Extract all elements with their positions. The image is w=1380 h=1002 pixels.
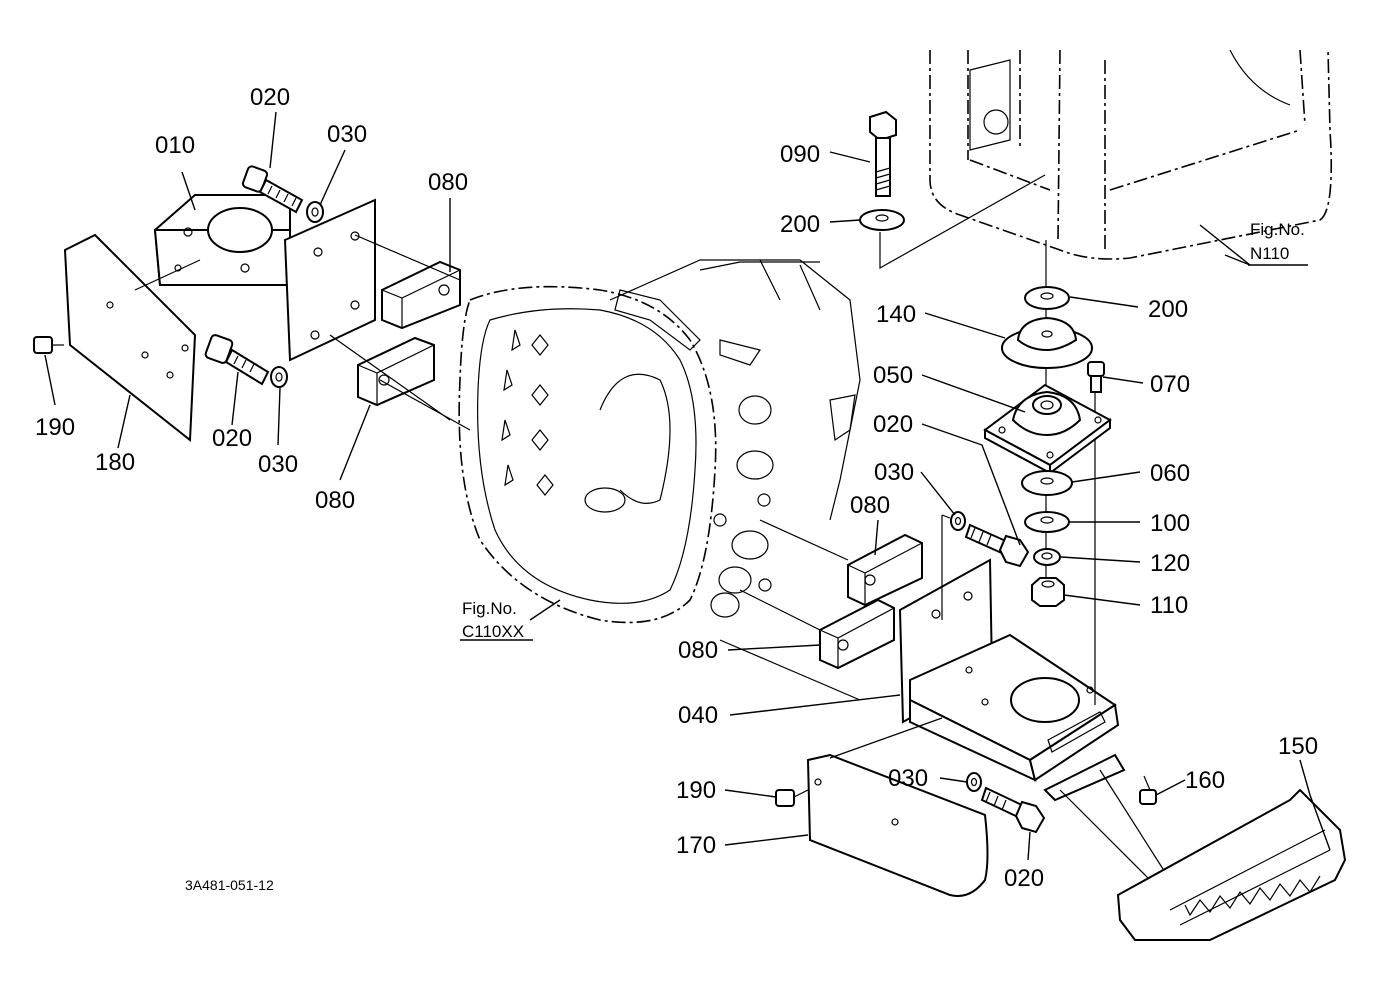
leader-lines [44, 111, 1331, 861]
label-100: 100 [1150, 510, 1190, 537]
washer-200-upper [859, 209, 905, 231]
label-150: 150 [1278, 733, 1318, 760]
label-030-bottom: 030 [888, 765, 928, 792]
washer-100 [1024, 511, 1070, 533]
label-020-right: 020 [873, 411, 913, 438]
label-110: 110 [1150, 592, 1188, 619]
bolt-070 [1087, 361, 1105, 393]
label-200-upper: 200 [780, 211, 820, 238]
label-080-upper-left: 080 [428, 169, 468, 196]
label-200-lower: 200 [1148, 296, 1188, 323]
mount-050 [983, 383, 1112, 475]
bolt-190-left [33, 336, 64, 354]
bolt-090-guide-line [879, 174, 1046, 270]
label-160: 160 [1185, 767, 1225, 794]
fig-c110xx-prefix: Fig.No. [462, 599, 517, 618]
bolt-160 [1139, 775, 1157, 805]
bracket-040 [898, 558, 1120, 782]
spacer-080-upper-left [381, 260, 461, 330]
label-060: 060 [1150, 460, 1190, 487]
washer-060 [1021, 470, 1073, 496]
label-090: 090 [780, 141, 820, 168]
bolt-020-right-guide [941, 514, 951, 620]
bracket-010 [153, 194, 376, 362]
washer-030-upper-left [306, 201, 324, 223]
washer-030-bottom [966, 772, 982, 792]
spacer-080-lower-right [819, 598, 895, 670]
bolt-020-lower-left [204, 334, 270, 386]
label-080-upper-right: 080 [850, 492, 890, 519]
nut-110 [1031, 577, 1065, 607]
cover-170-guide-line [829, 717, 943, 759]
drawing-code: 3A481-051-12 [185, 877, 274, 893]
label-140: 140 [876, 301, 916, 328]
bolt-090 [869, 110, 897, 197]
step-150 [1043, 753, 1347, 941]
label-030-upper-left: 030 [327, 121, 367, 148]
assembly-lines-right [719, 519, 861, 701]
spacer-080-lower-left [357, 336, 435, 407]
label-030-right: 030 [874, 459, 914, 486]
washer-200-lower [1024, 286, 1070, 310]
fig-n110-prefix: Fig.No. [1250, 220, 1305, 239]
transmission-housing [458, 259, 861, 624]
bolt-020-right [964, 523, 1030, 568]
bolt-020-bottom [980, 786, 1046, 834]
label-170: 170 [676, 832, 716, 859]
label-180: 180 [95, 449, 135, 476]
label-020-lower-left: 020 [212, 425, 252, 452]
bolt-020-upper-left [241, 165, 304, 214]
fig-c110xx-number: C110XX [462, 622, 524, 641]
label-020-bottom: 020 [1004, 865, 1044, 892]
lockwasher-120 [1033, 548, 1061, 566]
washer-030-lower-left [270, 366, 288, 388]
label-030-lower-left: 030 [258, 451, 298, 478]
label-120: 120 [1150, 550, 1190, 577]
fig-n110-number: N110 [1250, 244, 1289, 263]
label-080-lower-right: 080 [678, 637, 718, 664]
frame-reference-outline [929, 49, 1332, 260]
label-190-right: 190 [676, 777, 716, 804]
cover-170 [806, 753, 989, 897]
label-010: 010 [155, 132, 195, 159]
label-050: 050 [873, 362, 913, 389]
label-070: 070 [1150, 371, 1190, 398]
cushion-140 [1001, 316, 1093, 369]
label-080-lower-left: 080 [315, 487, 355, 514]
spacer-080-upper-right [847, 533, 923, 607]
label-040: 040 [678, 702, 718, 729]
plate-180 [63, 233, 197, 442]
assembly-lines-left [134, 234, 471, 431]
label-190-left: 190 [35, 414, 75, 441]
washer-030-right [950, 511, 966, 531]
bolt-190-right [775, 789, 809, 807]
label-020-upper-left: 020 [250, 84, 290, 111]
